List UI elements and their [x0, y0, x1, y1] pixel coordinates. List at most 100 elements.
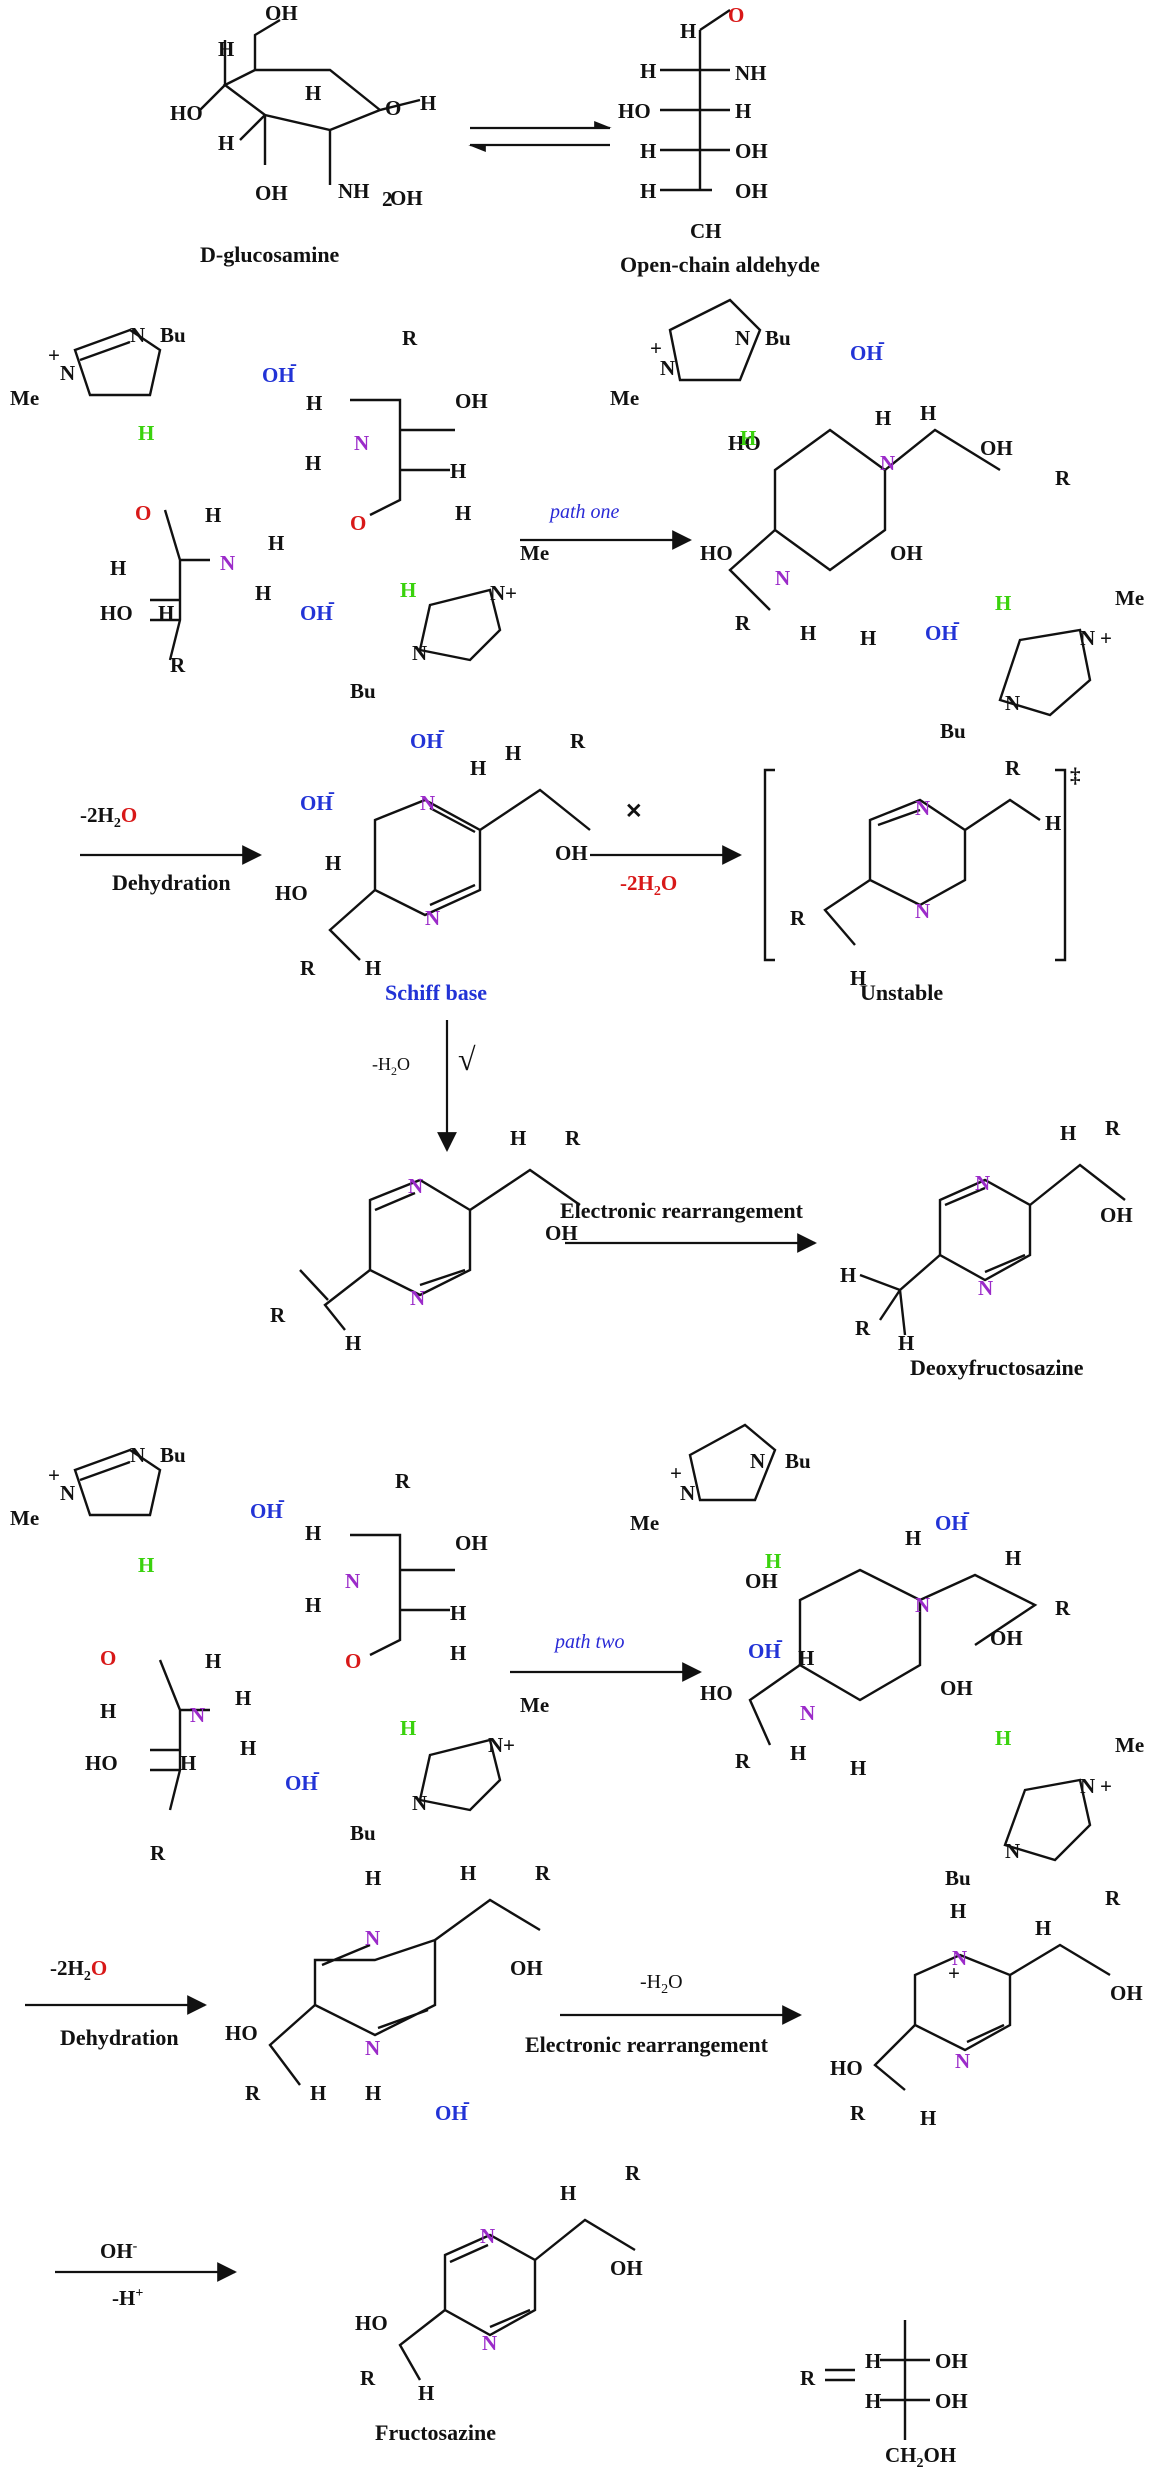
- imidazolium-mid-right: N + Me N Bu: [940, 586, 1144, 743]
- minus-2h2o-red-label: -2H2O: [620, 871, 677, 899]
- atom-label: +: [670, 1461, 682, 1485]
- oh-minus-label: OH-: [100, 2239, 138, 2263]
- atom-label: H: [995, 1726, 1011, 1750]
- glucosamine-label: D-glucosamine: [200, 242, 340, 267]
- atom-label: O: [350, 511, 366, 535]
- hydroxide-label: OH: [285, 1771, 318, 1795]
- atom-label: Me: [630, 1511, 659, 1535]
- atom-label: N: [220, 551, 235, 575]
- cross-mark: ✕: [625, 799, 643, 823]
- atom-label: H: [920, 2106, 936, 2130]
- atom-label: Bu: [785, 1449, 811, 1473]
- atom-label: +: [505, 581, 517, 605]
- atom-label: H: [640, 139, 656, 163]
- atom-label: +: [48, 1463, 60, 1487]
- atom-label: H: [510, 1126, 526, 1150]
- atom-label: R: [395, 1469, 411, 1493]
- atom-label: N: [800, 1701, 815, 1725]
- atom-label: H: [460, 1861, 476, 1885]
- atom-label: N: [365, 1926, 380, 1950]
- atom-label: Bu: [765, 326, 791, 350]
- svg-text:-: -: [278, 1487, 285, 1511]
- atom-label: Me: [520, 1693, 549, 1717]
- atom-label: N: [60, 1481, 75, 1505]
- atom-label: N: [750, 1449, 765, 1473]
- atom-label: H: [680, 19, 696, 43]
- atom-label: HO: [728, 431, 761, 455]
- hydroxide-label: OH: [435, 2101, 468, 2125]
- atom-label: H: [138, 421, 154, 445]
- atom-label: R: [625, 2161, 641, 2185]
- atom-label: H: [400, 1716, 416, 1740]
- atom-label: H: [365, 1866, 381, 1890]
- atom-label: R: [535, 1861, 551, 1885]
- atom-label: H: [850, 1756, 866, 1780]
- atom-label: O: [345, 1649, 361, 1673]
- deoxyfructosazine-label: Deoxyfructosazine: [910, 1355, 1084, 1380]
- atom-label: N: [915, 899, 930, 923]
- svg-text:-: -: [878, 329, 885, 353]
- atom-label: H: [850, 966, 866, 990]
- atom-label: N: [1080, 1774, 1095, 1798]
- atom-label: H: [450, 1601, 466, 1625]
- atom-label: H: [305, 81, 321, 105]
- atom-label: H: [640, 59, 656, 83]
- atom-label: Me: [520, 541, 549, 565]
- atom-label: OH: [510, 1956, 543, 1980]
- atom-label: OH: [555, 841, 588, 865]
- svg-text:-: -: [328, 779, 335, 803]
- atom-label: H: [450, 1641, 466, 1665]
- cyclic-intermediate-two: N N H H OH OH OH R H HO R H OH - OH - H …: [700, 1499, 1071, 1780]
- atom-label: H: [306, 391, 322, 415]
- minus-h-plus-label: -H+: [112, 2286, 143, 2310]
- svg-text:2: 2: [382, 187, 393, 211]
- cyclic-intermediate-one: N N HO OH OH R H H HO R H H OH - OH - H …: [700, 329, 1071, 650]
- atom-label: H: [218, 131, 234, 155]
- dehydration-label: Dehydration: [112, 870, 231, 895]
- atom-label: R: [565, 1126, 581, 1150]
- fructosazine-label: Fructosazine: [375, 2420, 496, 2445]
- atom-label: H: [420, 91, 436, 115]
- atom-label: OH: [890, 541, 923, 565]
- ch2oh-label: CH2OH: [885, 2443, 956, 2471]
- pyrazinium-structure: N + H N H R OH HO R H: [830, 1886, 1143, 2130]
- atom-label: N: [1005, 691, 1020, 715]
- atom-label: H: [310, 2081, 326, 2105]
- atom-label: N: [408, 1174, 423, 1198]
- atom-label: OH: [455, 389, 488, 413]
- atom-label: N: [488, 1733, 503, 1757]
- open-chain-structure: H O H NH HO H H OH H OH CH: [618, 3, 768, 243]
- atom-label: N: [1005, 1839, 1020, 1863]
- atom-label: H: [365, 2081, 381, 2105]
- hydroxide-label: OH: [300, 601, 333, 625]
- atom-label: H: [305, 1593, 321, 1617]
- atom-label: N: [775, 566, 790, 590]
- atom-label: H: [138, 1553, 154, 1577]
- atom-label: R: [170, 653, 186, 677]
- atom-label: R: [855, 1316, 871, 1340]
- open-chain-label: Open-chain aldehyde: [620, 252, 820, 277]
- atom-label: Bu: [350, 1821, 376, 1845]
- atom-label: +: [503, 1733, 515, 1757]
- atom-label: N: [680, 1481, 695, 1505]
- atom-label: H: [218, 37, 234, 61]
- unstable-intermediate: N N R H R H ‡: [763, 756, 1081, 990]
- atom-label: Me: [1115, 586, 1144, 610]
- atom-label: Bu: [945, 1866, 971, 1890]
- atom-label: OH: [255, 181, 288, 205]
- atom-label: +: [1100, 626, 1112, 650]
- atom-label: N: [130, 323, 145, 347]
- atom-label: OH: [990, 1626, 1023, 1650]
- minus-2h2o-label: -2H2O: [80, 803, 137, 831]
- atom-label: H: [860, 626, 876, 650]
- hydroxide-label: OH: [250, 1499, 283, 1523]
- atom-label: R: [790, 906, 806, 930]
- atom-label: H: [268, 531, 284, 555]
- atom-label: NH: [338, 179, 370, 203]
- hydroxide-label: OH: [300, 791, 333, 815]
- atom-label: R: [850, 2101, 866, 2125]
- atom-label: N: [1080, 626, 1095, 650]
- atom-label: H: [735, 99, 751, 123]
- atom-label: N: [915, 1593, 930, 1617]
